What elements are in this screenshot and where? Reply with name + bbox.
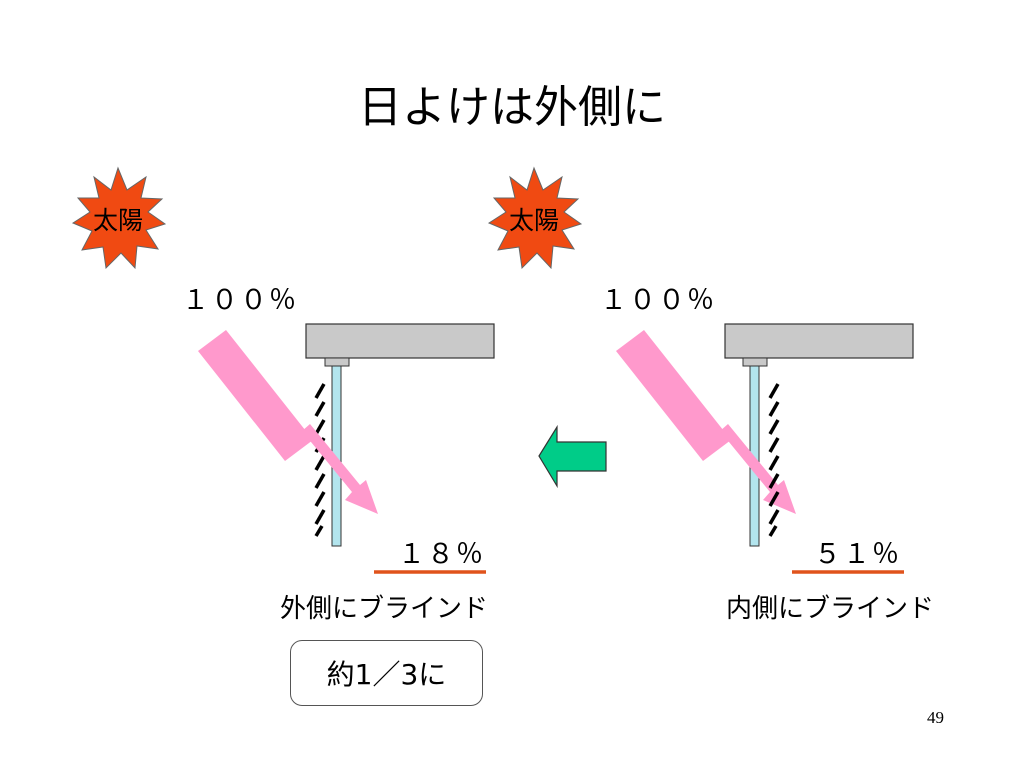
page-number: 49 [927,708,944,727]
comparison-arrow [538,424,607,489]
sun-label-left: 太陽 [92,206,143,235]
ratio-label: 約1／3に [326,658,447,691]
transmitted-percent-right: ５１％ [814,539,901,570]
incident-percent-right: １００％ [600,285,716,316]
incident-ray-right [616,330,731,461]
blind-slats-outside [314,383,326,537]
sun-burst-right [487,166,583,270]
slide-title: 日よけは外側に [358,82,666,133]
window-frame-right [724,323,914,359]
sun-burst-left [71,166,167,270]
incident-ray-left [198,330,313,461]
transmitted-percent-left: １８％ [398,539,485,570]
ratio-callout-box: 約1／3に [290,640,483,706]
transmitted-ray-left [302,424,378,514]
caption-inside-blind: 内側にブラインド [725,594,934,624]
window-sash-right [742,357,768,367]
window-sash-left [324,357,350,367]
caption-outside-blind: 外側にブラインド [279,594,488,624]
incident-percent-left: １００％ [182,285,298,316]
window-frame-left [305,323,495,359]
blind-slats-inside [768,383,780,537]
sun-label-right: 太陽 [508,206,559,235]
